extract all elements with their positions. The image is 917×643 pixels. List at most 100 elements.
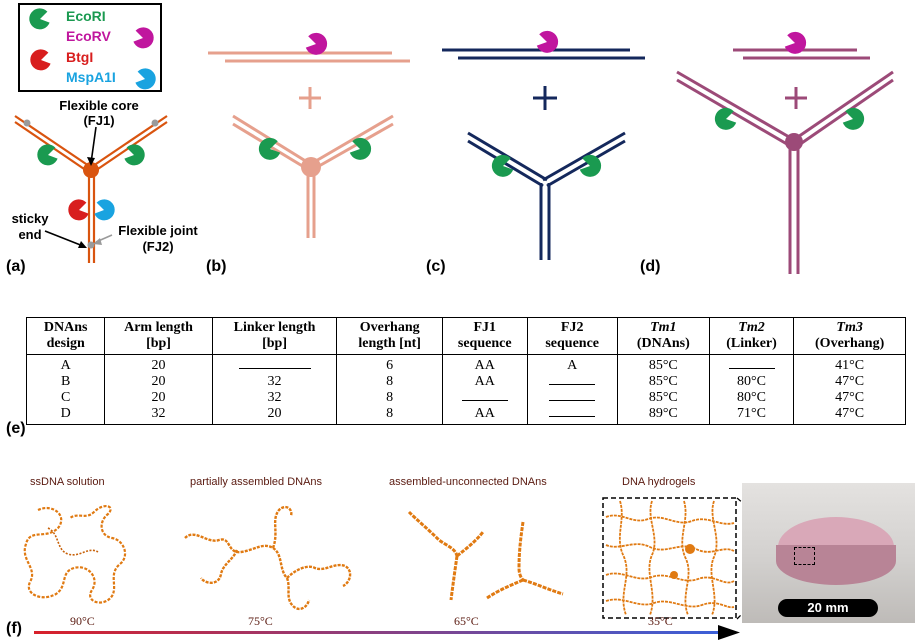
arm-right-strand-2 [311, 122, 394, 172]
arm-left-strand-1 [676, 70, 797, 143]
joint-label-line2: (FJ2) [142, 239, 174, 254]
table-cell [526, 374, 618, 390]
header-line1: FJ1 [473, 320, 496, 335]
partially-assembled-snapshot [184, 505, 352, 611]
blank-entry-line [728, 358, 775, 369]
enzyme-legend: EcoRI EcoRV BtgI MspA1I [18, 3, 162, 92]
table-header-cell: Linker length[bp] [211, 317, 338, 355]
mspa1i-icon [94, 199, 115, 221]
header-line1: DNAns [43, 320, 88, 335]
panel-d-diagram [676, 31, 894, 274]
table-cell [441, 390, 528, 406]
header-line1: Tm1 [650, 320, 677, 335]
table-cell: 20 [104, 354, 213, 374]
header-line2: (Linker) [726, 336, 777, 351]
panel-b-letter: (b) [206, 258, 227, 275]
table-cell: 20 [104, 390, 213, 406]
table-cell [526, 390, 618, 406]
table-cell: 85°C [616, 374, 710, 390]
table-cell: 8 [336, 374, 443, 390]
temperature-label: 75°C [248, 614, 273, 628]
hydrogel-photo: 20 mm [742, 483, 915, 623]
table-cell: A [526, 354, 618, 374]
table-cell: B [25, 374, 106, 390]
ecori-icon [124, 144, 145, 166]
scale-bar: 20 mm [778, 599, 878, 617]
panel-c-diagram [442, 30, 645, 260]
panel-c-letter: (c) [426, 258, 446, 275]
flexible-core-label: Flexible core (FJ1) [45, 98, 153, 128]
assembled-unconnected-snapshot [407, 510, 564, 601]
table-cell: 71°C [708, 406, 795, 425]
arm-right-strand-1 [791, 70, 894, 143]
core-label-line2: (FJ1) [83, 113, 115, 128]
header-line1: Tm2 [738, 320, 765, 335]
panel-f-letter: (f) [6, 620, 22, 637]
table-header-cell: Tm2(Linker) [708, 317, 795, 355]
table-cell: 47°C [793, 374, 906, 390]
dna-hydrogels-snapshot [602, 497, 737, 619]
ecori-icon [579, 154, 602, 177]
table-cell: 47°C [793, 406, 906, 425]
ecori-icon [258, 137, 281, 160]
header-line1: Linker length [233, 320, 316, 335]
ecorv-icon [784, 31, 807, 54]
ecori-icon [714, 107, 737, 130]
sticky-end-label: sticky end [9, 211, 51, 243]
arm-left-strand-2 [676, 78, 793, 149]
header-line1: Tm3 [836, 320, 863, 335]
table-cell: 20 [104, 374, 213, 390]
header-line2: sequence [545, 336, 600, 351]
joint-arrowhead [93, 238, 102, 245]
temperature-gradient-arrow [34, 625, 740, 640]
blank-entry-line [238, 358, 311, 369]
blank-entry-line [549, 390, 596, 401]
table-cell [708, 354, 795, 374]
btgi-icon [68, 199, 89, 221]
table-header-cell: Tm3(Overhang) [793, 317, 906, 355]
sticky-end-arrowhead [78, 241, 87, 248]
panel-b-diagram [208, 32, 410, 238]
header-line1: Overhang [359, 320, 420, 335]
blank-entry-line [461, 390, 508, 401]
ecori-legend-icon [29, 8, 50, 30]
panel-a-letter: (a) [6, 258, 26, 275]
ecorv-icon [536, 30, 559, 53]
legend-icons [29, 8, 156, 90]
ecori-icon [842, 107, 865, 130]
header-line2: length [nt] [358, 336, 421, 351]
table-cell [211, 354, 338, 374]
zoom-region-box [794, 547, 815, 565]
btgi-legend-icon [30, 49, 51, 71]
flexible-joint-label: Flexible joint (FJ2) [108, 223, 208, 255]
table-cell: A [25, 354, 106, 374]
legend-mspa1i: MspA1I [66, 69, 116, 85]
panel-e-letter: (e) [6, 420, 26, 437]
fj2-joint-right [151, 119, 159, 127]
table-cell: 85°C [616, 390, 710, 406]
mspa1i-legend-icon [135, 68, 156, 90]
header-line2: (DNAns) [636, 336, 690, 351]
ecorv-legend-icon [133, 27, 154, 49]
table-cell: AA [441, 406, 528, 425]
header-line2: [bp] [146, 336, 171, 351]
snapshot-title: DNA hydrogels [622, 476, 696, 488]
blank-entry-line [549, 406, 596, 417]
header-line2: [bp] [262, 336, 287, 351]
table-cell: D [25, 406, 106, 425]
arm-right-strand-1 [308, 114, 394, 167]
temperature-label: 90°C [70, 614, 95, 628]
table-cell: 20 [211, 406, 338, 425]
header-line2: (Overhang) [815, 336, 885, 351]
fj2-joint-left [23, 119, 31, 127]
table-header-cell: Arm length[bp] [104, 317, 213, 355]
sticky-label-line1: sticky [11, 211, 49, 226]
temperature-label: 35°C [648, 614, 673, 628]
ecori-icon [349, 137, 372, 160]
table-cell: 32 [211, 390, 338, 406]
